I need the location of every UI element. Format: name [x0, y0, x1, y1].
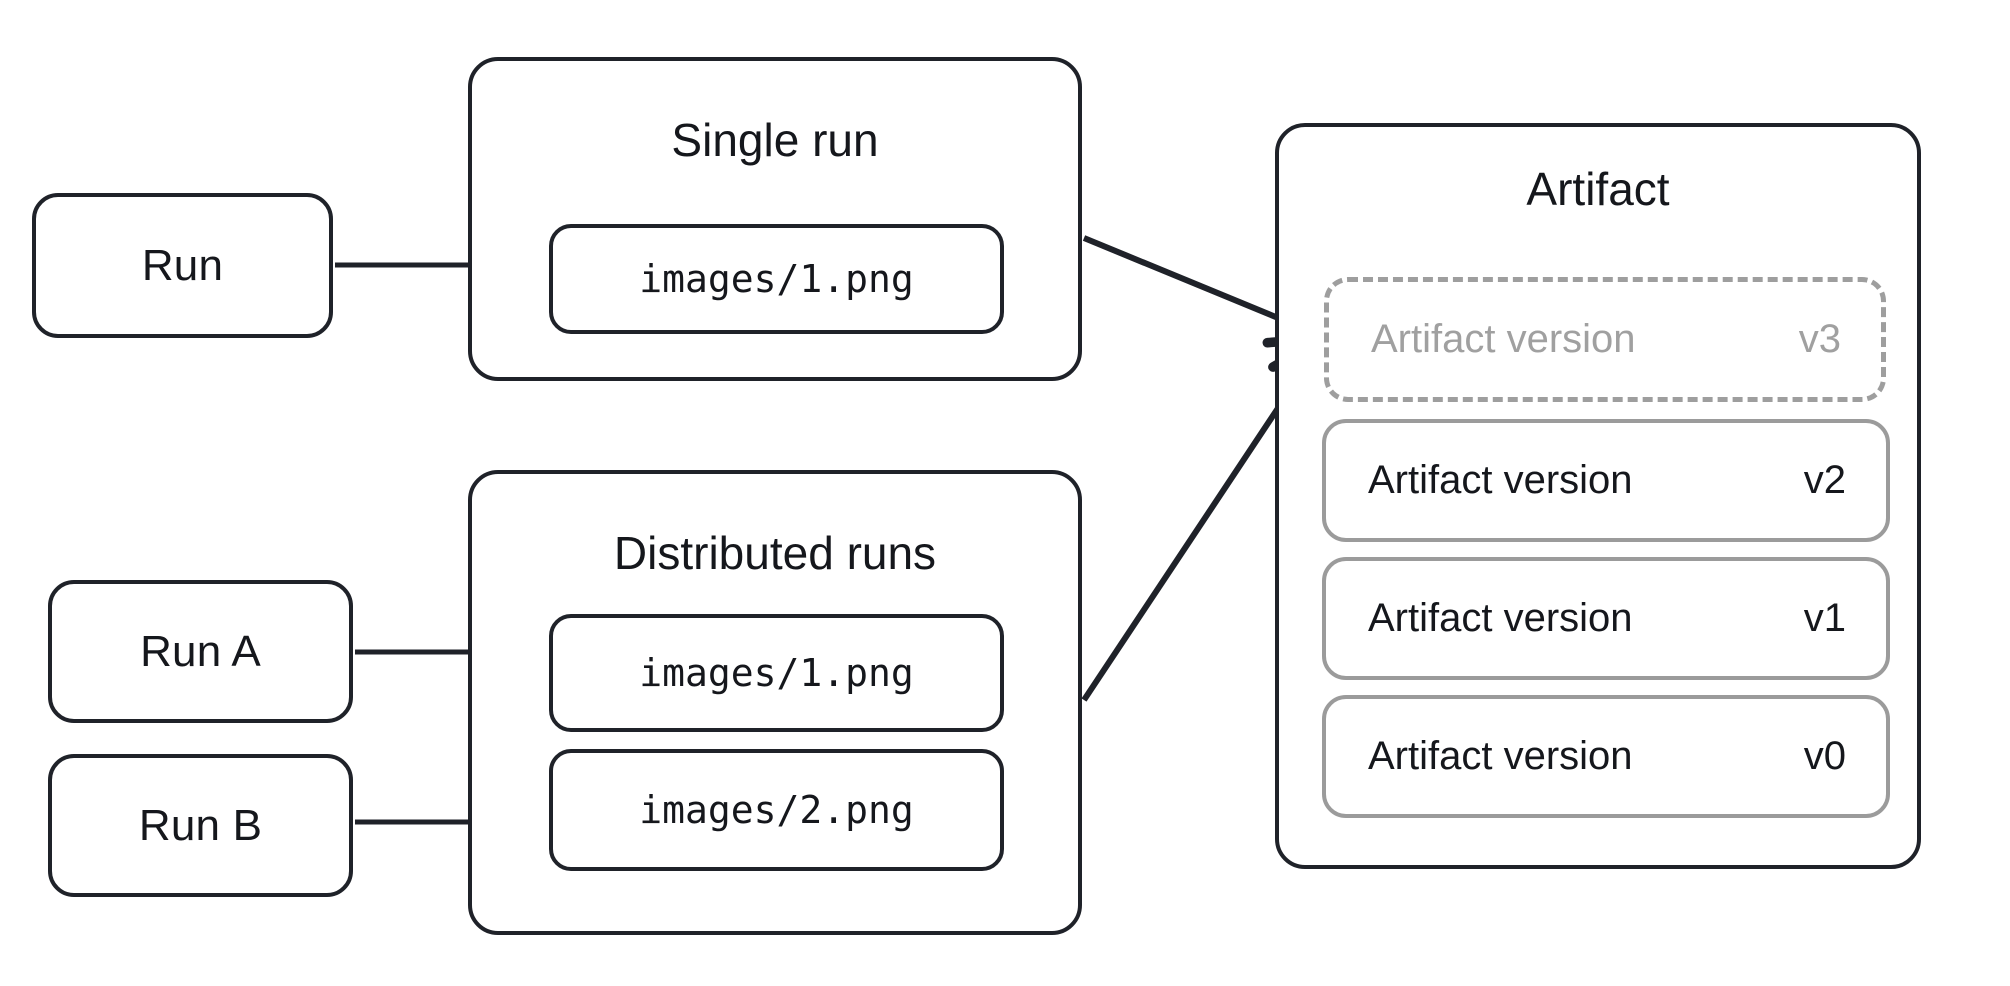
artifact-version-v2[interactable]: Artifact version v2	[1322, 419, 1890, 542]
distributed-file-1[interactable]: images/1.png	[549, 614, 1004, 732]
artifact-version-v3[interactable]: Artifact version v3	[1324, 277, 1886, 402]
artifact-version-v1[interactable]: Artifact version v1	[1322, 557, 1890, 680]
artifact-version-v1-tag: v1	[1803, 596, 1846, 640]
distributed-file-2[interactable]: images/2.png	[549, 749, 1004, 871]
run-a-node-label: Run A	[140, 626, 261, 676]
artifact-version-v2-label: Artifact version	[1368, 458, 1633, 502]
artifact-panel: Artifact Artifact version v3 Artifact ve…	[1275, 123, 1921, 869]
artifact-version-v1-label: Artifact version	[1368, 596, 1633, 640]
artifact-version-v0-label: Artifact version	[1368, 734, 1633, 778]
distributed-file-2-label: images/2.png	[639, 788, 914, 832]
run-a-node[interactable]: Run A	[48, 580, 353, 723]
run-b-node-label: Run B	[138, 800, 263, 850]
artifact-version-v0-tag: v0	[1803, 734, 1846, 778]
artifact-version-v3-label: Artifact version	[1371, 317, 1636, 361]
single-run-file-1-label: images/1.png	[639, 257, 914, 301]
run-b-node[interactable]: Run B	[48, 754, 353, 897]
distributed-file-1-label: images/1.png	[639, 651, 914, 695]
distributed-runs-group-title: Distributed runs	[613, 527, 937, 579]
artifact-version-v3-tag: v3	[1798, 317, 1841, 361]
distributed-runs-group: Distributed runs images/1.png images/2.p…	[468, 470, 1082, 935]
artifact-panel-title: Artifact	[1526, 163, 1670, 215]
run-node[interactable]: Run	[32, 193, 333, 338]
single-run-group-title: Single run	[671, 114, 879, 166]
artifact-version-v0[interactable]: Artifact version v0	[1322, 695, 1890, 818]
single-run-file-1[interactable]: images/1.png	[549, 224, 1004, 334]
run-node-label: Run	[141, 240, 224, 290]
artifact-version-v2-tag: v2	[1803, 458, 1846, 502]
single-run-group: Single run images/1.png	[468, 57, 1082, 381]
